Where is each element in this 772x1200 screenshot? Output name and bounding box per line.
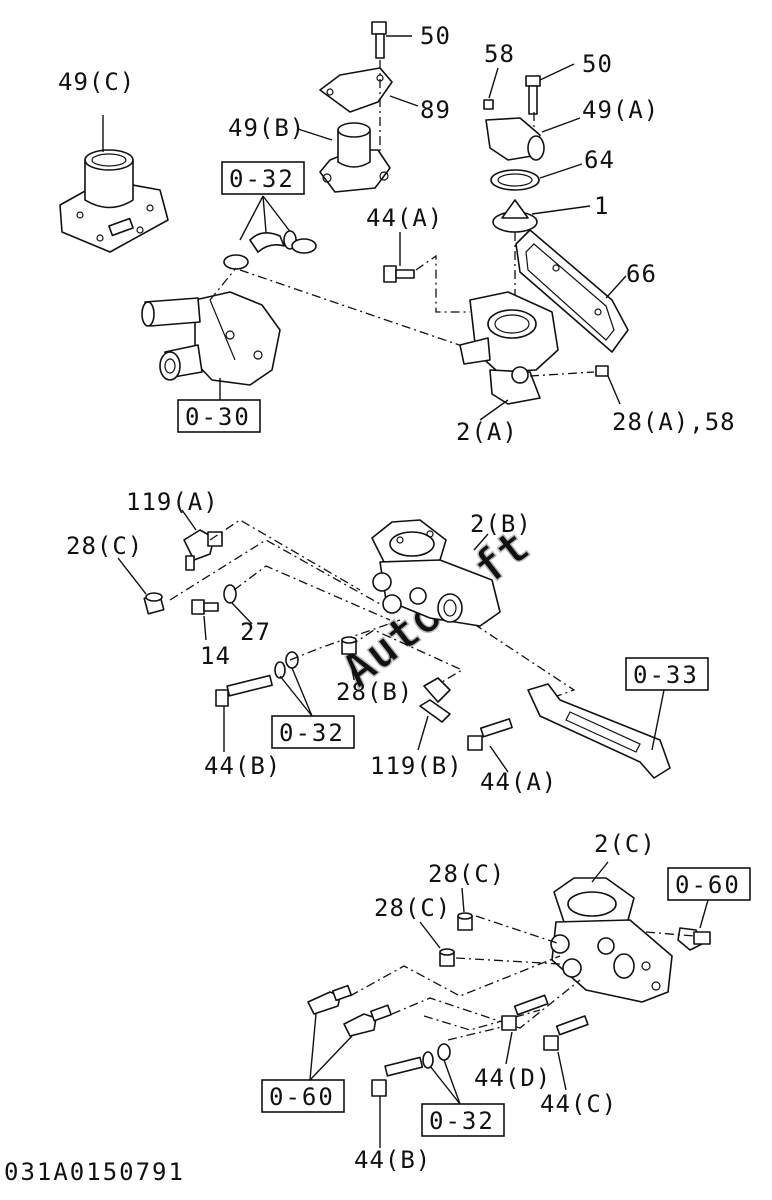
label-1: 1: [594, 192, 609, 220]
label-50-right: 50: [582, 50, 613, 78]
ref-0-33: 0-33: [633, 661, 699, 689]
part-sensor-left-2: [343, 1004, 392, 1037]
label-44c: 44(C): [540, 1090, 617, 1118]
label-119b: 119(B): [370, 752, 463, 780]
label-44a-mid: 44(A): [480, 768, 557, 796]
label-49c: 49(C): [58, 68, 135, 96]
part-1-thermostat: [492, 199, 538, 320]
part-hose-clamps: [223, 230, 317, 270]
part-27-washer: [223, 584, 237, 604]
part-sensor-left-1: [307, 984, 353, 1015]
part-14-bolt: [191, 599, 219, 615]
ref-0-32-mid: 0-32: [279, 719, 345, 747]
part-50-bolt-right: [525, 75, 541, 115]
part-44a-bolt-mid: [467, 718, 513, 751]
part-28a-plug: [595, 365, 609, 377]
part-28b-plug: [341, 636, 357, 655]
label-49b: 49(B): [228, 114, 305, 142]
part-2a-housing: [459, 291, 559, 405]
label-14: 14: [200, 642, 231, 670]
ref-0-32-bottom: 0-32: [429, 1107, 495, 1135]
part-28c-plug-b1: [457, 912, 473, 931]
ref-0-60-left: 0-60: [269, 1083, 335, 1111]
part-49c-outlet: [59, 149, 169, 253]
ref-0-60-right: 0-60: [675, 871, 741, 899]
part-28c-plug-b2: [439, 948, 455, 967]
label-66: 66: [626, 260, 657, 288]
part-sensor-right: [677, 927, 711, 951]
label-2a: 2(A): [456, 418, 518, 446]
label-44a-top: 44(A): [366, 204, 443, 232]
ref-0-32-top: 0-32: [229, 165, 295, 193]
part-2b-housing: [371, 519, 501, 627]
part-89-bracket: [319, 60, 393, 172]
label-89: 89: [420, 96, 451, 124]
label-28c-b1: 28(C): [428, 860, 505, 888]
part-58-plug: [483, 99, 494, 110]
label-2b: 2(B): [470, 510, 532, 538]
label-49a: 49(A): [582, 96, 659, 124]
part-119b-elbow: [419, 677, 451, 723]
label-28b: 28(B): [336, 678, 413, 706]
label-28c-b2: 28(C): [374, 894, 451, 922]
label-44b-bottom: 44(B): [354, 1146, 431, 1174]
part-44a-bolt: [383, 265, 415, 283]
part-28c-plug: [143, 592, 165, 615]
part-44b-bolt: [215, 651, 299, 707]
part-44d-bolt: [501, 994, 549, 1031]
part-2c-housing: [550, 877, 673, 1003]
label-64: 64: [584, 146, 615, 174]
part-44b-bolt-bottom: [371, 1043, 451, 1097]
label-2c: 2(C): [594, 830, 656, 858]
diagram-code: 031A0150791: [4, 1158, 185, 1186]
part-bracket-033: [527, 683, 671, 779]
label-58: 58: [484, 40, 515, 68]
part-44c-bolt: [543, 1015, 589, 1051]
ref-0-30: 0-30: [185, 403, 251, 431]
label-28a-58: 28(A),58: [612, 408, 736, 436]
part-49b-housing: [319, 122, 391, 193]
part-64-gasket: [490, 169, 540, 191]
part-49a-elbow: [485, 112, 545, 161]
part-119a-elbow: [183, 529, 223, 571]
label-44b-mid: 44(B): [204, 752, 281, 780]
label-50-top: 50: [420, 22, 451, 50]
label-27: 27: [240, 618, 271, 646]
label-119a: 119(A): [126, 488, 219, 516]
part-50-bolt: [371, 21, 387, 59]
label-28c-mid: 28(C): [66, 532, 143, 560]
part-66-gasket: [515, 229, 629, 353]
part-water-pump: [141, 291, 281, 386]
label-44d: 44(D): [474, 1064, 551, 1092]
